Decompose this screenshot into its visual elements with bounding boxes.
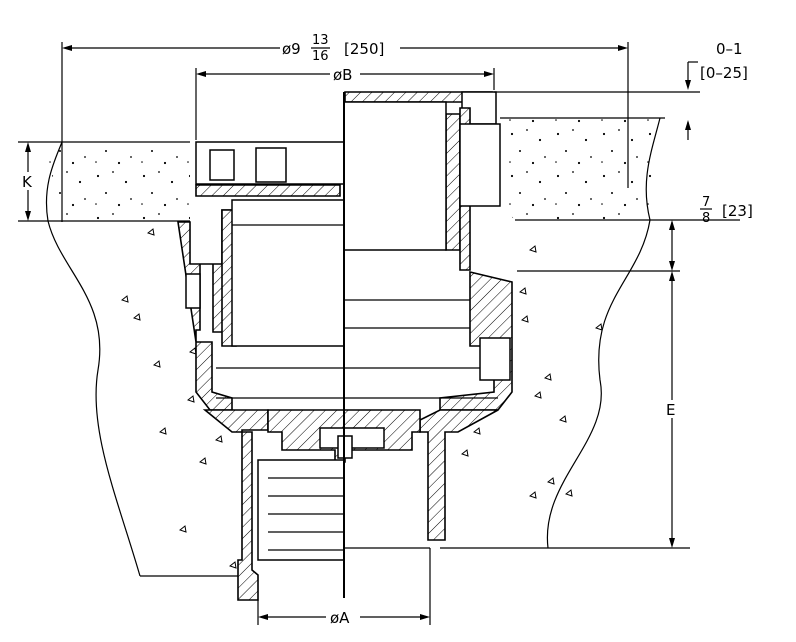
overall-diameter-metric: [250] <box>344 40 384 58</box>
adjust-metric: [0–25] <box>700 64 748 82</box>
dimension-a: øA <box>258 609 430 627</box>
dimension-b: øB <box>195 66 495 140</box>
flange-num: 7 <box>702 195 710 210</box>
dia-b-label: øB <box>333 66 352 84</box>
aggregate-marks <box>120 228 603 569</box>
floor-slab <box>18 117 740 577</box>
dia-a-label: øA <box>330 609 350 627</box>
flange-metric: [23] <box>722 202 753 220</box>
strainer-assembly <box>185 91 511 399</box>
flange-den: 8 <box>702 211 710 226</box>
dimension-e: E <box>666 271 675 548</box>
outlet-pipe <box>257 459 431 625</box>
dimension-adjust: 0–1 [0–25] <box>494 40 748 140</box>
dimension-overall: ø9 13 16 [250] <box>61 33 629 222</box>
e-label: E <box>666 401 675 419</box>
k-label: K <box>22 173 33 191</box>
overall-diameter-prefix: ø9 <box>282 40 301 58</box>
overall-diameter-den: 16 <box>312 49 329 64</box>
dimension-flange: 7 8 [23] <box>669 195 753 271</box>
adjust-imperial: 0–1 <box>716 40 743 58</box>
dimension-k: K <box>22 142 33 221</box>
overall-diameter-num: 13 <box>312 33 329 48</box>
